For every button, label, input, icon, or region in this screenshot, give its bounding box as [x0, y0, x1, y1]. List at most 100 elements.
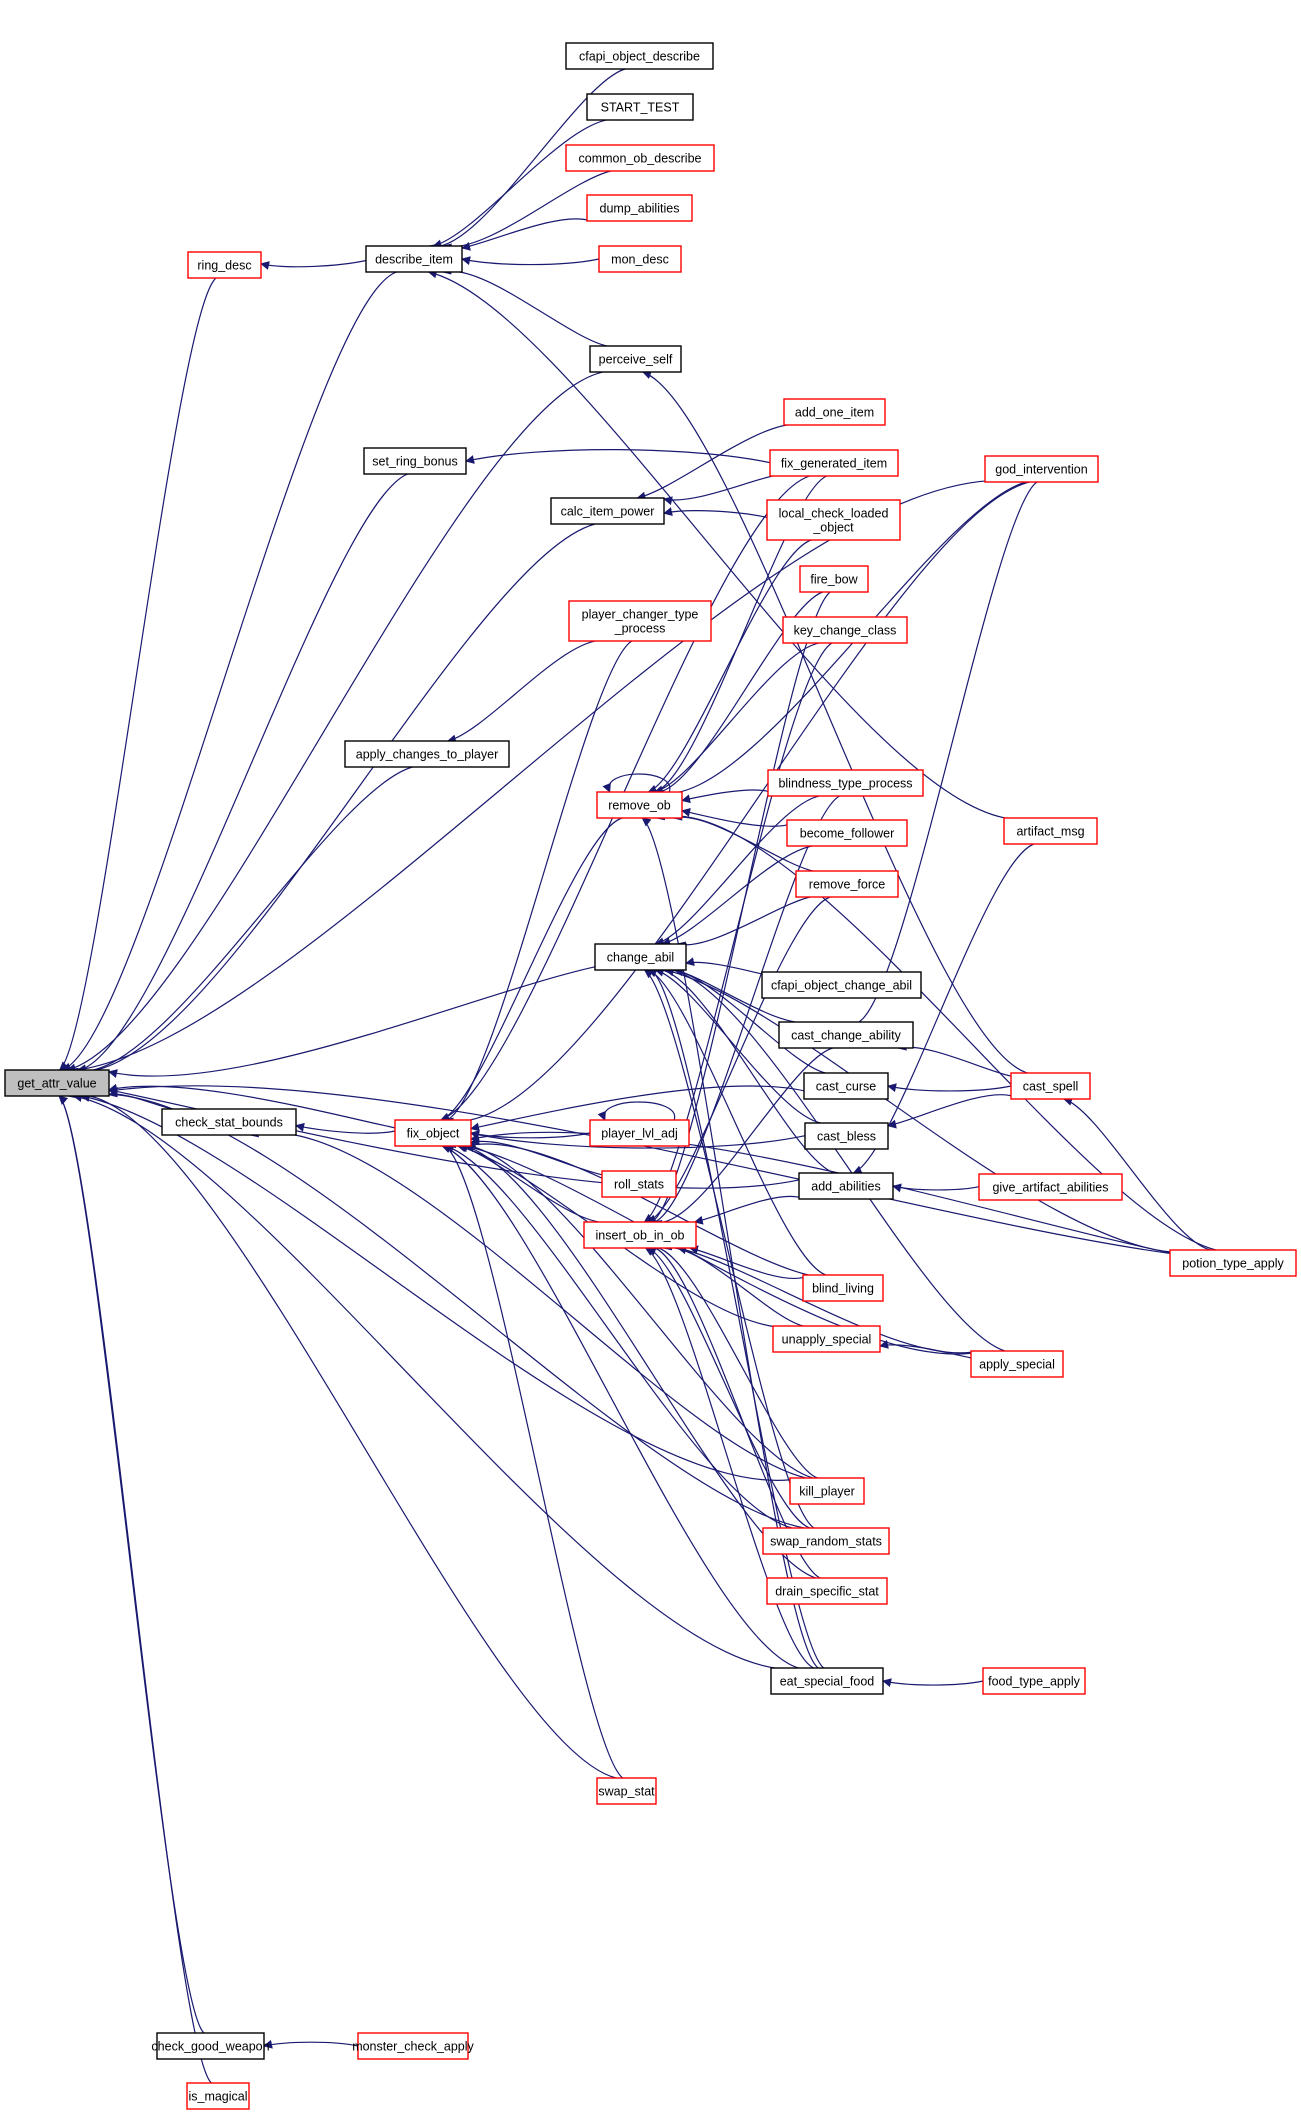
node-box[interactable] — [766, 499, 901, 541]
node-apply-changes-to-player[interactable]: apply_changes_to_player — [344, 740, 510, 768]
node-cfapi-object-change-abil[interactable]: cfapi_object_change_abil — [761, 971, 922, 999]
node-calc-item-power[interactable]: calc_item_power — [550, 497, 665, 525]
node-player-changer-type-process[interactable]: player_changer_type_process — [568, 600, 712, 642]
node-box[interactable] — [565, 42, 714, 70]
node-box[interactable] — [161, 1108, 297, 1136]
node-box[interactable] — [565, 144, 715, 172]
node-describe-item[interactable]: describe_item — [365, 245, 463, 273]
node-box[interactable] — [1003, 817, 1098, 845]
node-monster-check-apply[interactable]: monster_check_apply — [352, 2032, 475, 2060]
node-add-abilities[interactable]: add_abilities — [798, 1172, 894, 1200]
node-box[interactable] — [596, 1777, 657, 1805]
node-box[interactable] — [795, 870, 899, 898]
node-box[interactable] — [766, 1577, 888, 1605]
node-become-follower[interactable]: become_follower — [786, 819, 908, 847]
node-key-change-class[interactable]: key_change_class — [782, 616, 908, 644]
node-mon-desc[interactable]: mon_desc — [598, 245, 682, 273]
node-box[interactable] — [803, 1072, 889, 1100]
node-remove-force[interactable]: remove_force — [795, 870, 899, 898]
node-box[interactable] — [357, 2032, 469, 2060]
node-add-one-item[interactable]: add_one_item — [783, 398, 886, 426]
node-get-attr-value[interactable]: get_attr_value — [4, 1069, 110, 1097]
node-box[interactable] — [4, 1069, 110, 1097]
node-box[interactable] — [772, 1325, 881, 1353]
node-box[interactable] — [601, 1170, 677, 1198]
node-dump-abilities[interactable]: dump_abilities — [586, 194, 693, 222]
node-set-ring-bonus[interactable]: set_ring_bonus — [363, 447, 467, 475]
node-box[interactable] — [589, 1119, 690, 1147]
node-cast-change-ability[interactable]: cast_change_ability — [778, 1021, 914, 1049]
node-box[interactable] — [586, 194, 693, 222]
node-box[interactable] — [770, 1667, 884, 1695]
node-box[interactable] — [568, 600, 712, 642]
node-perceive-self[interactable]: perceive_self — [589, 345, 682, 373]
node-cast-spell[interactable]: cast_spell — [1010, 1072, 1091, 1100]
node-box[interactable] — [186, 2082, 250, 2110]
node-box[interactable] — [344, 740, 510, 768]
node-box[interactable] — [782, 616, 908, 644]
node-ring-desc[interactable]: ring_desc — [187, 251, 262, 279]
node-god-intervention[interactable]: god_intervention — [984, 455, 1099, 483]
node-box[interactable] — [767, 769, 924, 797]
node-box[interactable] — [761, 971, 922, 999]
node-box[interactable] — [778, 1021, 914, 1049]
node-give-artifact-abilities[interactable]: give_artifact_abilities — [978, 1173, 1123, 1201]
node-box[interactable] — [798, 1172, 894, 1200]
node-swap-random-stats[interactable]: swap_random_stats — [762, 1527, 890, 1555]
node-eat-special-food[interactable]: eat_special_food — [770, 1667, 884, 1695]
node-cast-curse[interactable]: cast_curse — [803, 1072, 889, 1100]
node-drain-specific-stat[interactable]: drain_specific_stat — [766, 1577, 888, 1605]
node-blindness-type-process[interactable]: blindness_type_process — [767, 769, 924, 797]
node-box[interactable] — [394, 1119, 472, 1147]
node-box[interactable] — [365, 245, 463, 273]
node-box[interactable] — [802, 1274, 884, 1302]
node-cfapi-object-describe[interactable]: cfapi_object_describe — [565, 42, 714, 70]
node-box[interactable] — [363, 447, 467, 475]
node-box[interactable] — [978, 1173, 1123, 1201]
node-food-type-apply[interactable]: food_type_apply — [982, 1667, 1086, 1695]
node-box[interactable] — [598, 245, 682, 273]
node-box[interactable] — [783, 398, 886, 426]
node-remove-ob[interactable]: remove_ob — [596, 791, 683, 819]
node-box[interactable] — [550, 497, 665, 525]
node-box[interactable] — [583, 1221, 697, 1249]
node-box[interactable] — [586, 93, 694, 121]
node-box[interactable] — [762, 1527, 890, 1555]
node-box[interactable] — [982, 1667, 1086, 1695]
node-box[interactable] — [804, 1122, 889, 1150]
node-check-stat-bounds[interactable]: check_stat_bounds — [161, 1108, 297, 1136]
node-box[interactable] — [594, 943, 687, 971]
node-kill-player[interactable]: kill_player — [789, 1477, 865, 1505]
node-START-TEST[interactable]: START_TEST — [586, 93, 694, 121]
node-box[interactable] — [589, 345, 682, 373]
node-box[interactable] — [799, 565, 869, 593]
node-box[interactable] — [1169, 1249, 1297, 1277]
node-fire-bow[interactable]: fire_bow — [799, 565, 869, 593]
node-unapply-special[interactable]: unapply_special — [772, 1325, 881, 1353]
node-cast-bless[interactable]: cast_bless — [804, 1122, 889, 1150]
node-artifact-msg[interactable]: artifact_msg — [1003, 817, 1098, 845]
node-blind-living[interactable]: blind_living — [802, 1274, 884, 1302]
node-roll-stats[interactable]: roll_stats — [601, 1170, 677, 1198]
node-local-check-loaded-object[interactable]: local_check_loaded_object — [766, 499, 901, 541]
node-change-abil[interactable]: change_abil — [594, 943, 687, 971]
node-box[interactable] — [984, 455, 1099, 483]
node-box[interactable] — [769, 449, 899, 477]
node-box[interactable] — [970, 1350, 1064, 1378]
node-swap-stat[interactable]: swap_stat — [596, 1777, 657, 1805]
node-apply-special[interactable]: apply_special — [970, 1350, 1064, 1378]
node-potion-type-apply[interactable]: potion_type_apply — [1169, 1249, 1297, 1277]
node-player-lvl-adj[interactable]: player_lvl_adj — [589, 1119, 690, 1147]
node-box[interactable] — [789, 1477, 865, 1505]
node-insert-ob-in-ob[interactable]: insert_ob_in_ob — [583, 1221, 697, 1249]
node-fix-generated-item[interactable]: fix_generated_item — [769, 449, 899, 477]
node-box[interactable] — [786, 819, 908, 847]
node-box[interactable] — [187, 251, 262, 279]
node-box[interactable] — [1010, 1072, 1091, 1100]
node-fix-object[interactable]: fix_object — [394, 1119, 472, 1147]
node-box[interactable] — [156, 2032, 265, 2060]
node-check-good-weapon[interactable]: check_good_weapon — [151, 2032, 270, 2060]
node-box[interactable] — [596, 791, 683, 819]
node-is-magical[interactable]: is_magical — [186, 2082, 250, 2110]
node-common-ob-describe[interactable]: common_ob_describe — [565, 144, 715, 172]
